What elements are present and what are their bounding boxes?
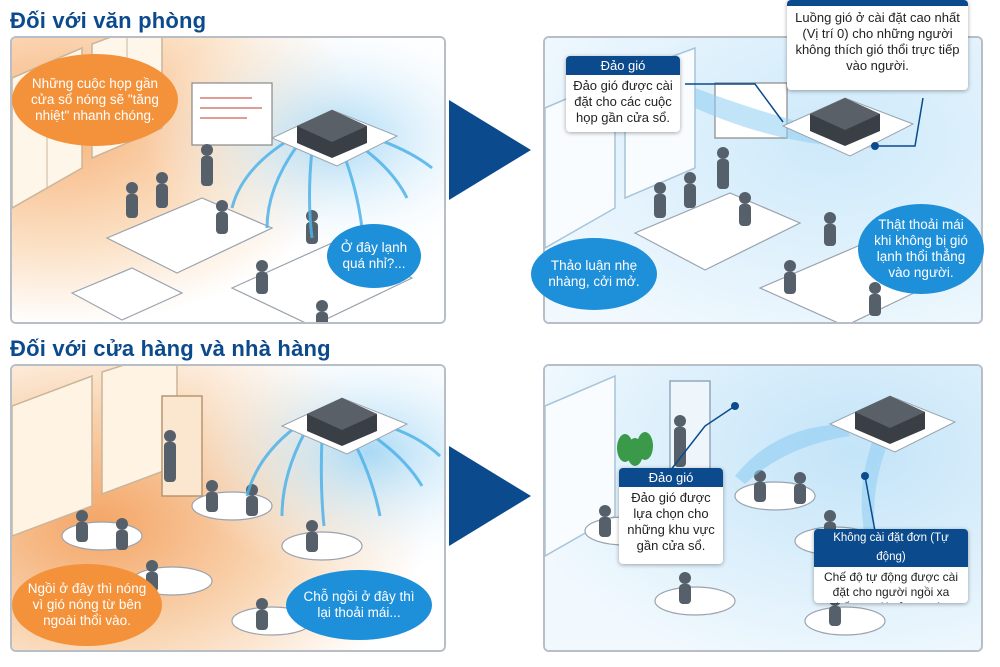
callout-swing-shop: Đảo gió Đảo gió được lựa chọn cho những … [619,468,723,564]
callout-top-airflow-title-bar [787,0,968,6]
speech-bubble-hot-meeting: Những cuộc họp gần cửa sổ nóng sẽ "tăng … [12,54,178,146]
callout-auto-mode-title: Không cài đặt đơn (Tự động) [814,529,968,567]
callout-swing-shop-title: Đảo gió [619,468,723,487]
section-heading-shop: Đối với cửa hàng và nhà hàng [10,336,331,361]
shop-after-panel [543,364,983,652]
shop-after-illustration [545,366,981,650]
callout-swing-office-title: Đảo gió [566,56,680,75]
callout-swing-shop-body: Đảo gió được lựa chọn cho những khu vực … [627,490,715,553]
callout-swing-office-body: Đảo gió được cài đặt cho các cuộc họp gầ… [573,78,673,125]
callout-top-airflow-body: Luồng gió ở cài đặt cao nhất (Vị trí 0) … [795,10,960,73]
ceiling-cassette-ac-icon [270,109,399,167]
speech-bubble-hot-seat: Ngồi ở đây thì nóng vì gió nóng từ bên n… [12,564,162,646]
right-triangle-arrow-icon [449,446,531,546]
right-triangle-arrow-icon [449,100,531,200]
speech-bubble-comfort: Thật thoải mái khi không bị gió lạnh thổ… [858,204,984,294]
speech-bubble-discuss: Thảo luận nhẹ nhàng, cởi mở. [531,238,657,310]
ceiling-cassette-ac-icon [828,395,957,453]
callout-swing-office: Đảo gió Đảo gió được cài đặt cho các cuộ… [566,56,680,132]
speech-bubble-comfortable-seat: Chỗ ngồi ở đây thì lại thoải mái... [286,570,432,640]
ceiling-cassette-ac-icon [781,97,915,157]
ceiling-cassette-ac-icon [280,397,409,455]
callout-top-airflow: Luồng gió ở cài đặt cao nhất (Vị trí 0) … [787,0,968,90]
section-heading-office: Đối với văn phòng [10,8,207,33]
callout-auto-mode: Không cài đặt đơn (Tự động) Chế độ tự độ… [814,529,968,603]
callout-auto-mode-body: Chế độ tự động được cài đặt cho người ng… [823,570,958,603]
speech-bubble-cold-office: Ở đây lạnh quá nhỉ?... [327,224,421,288]
